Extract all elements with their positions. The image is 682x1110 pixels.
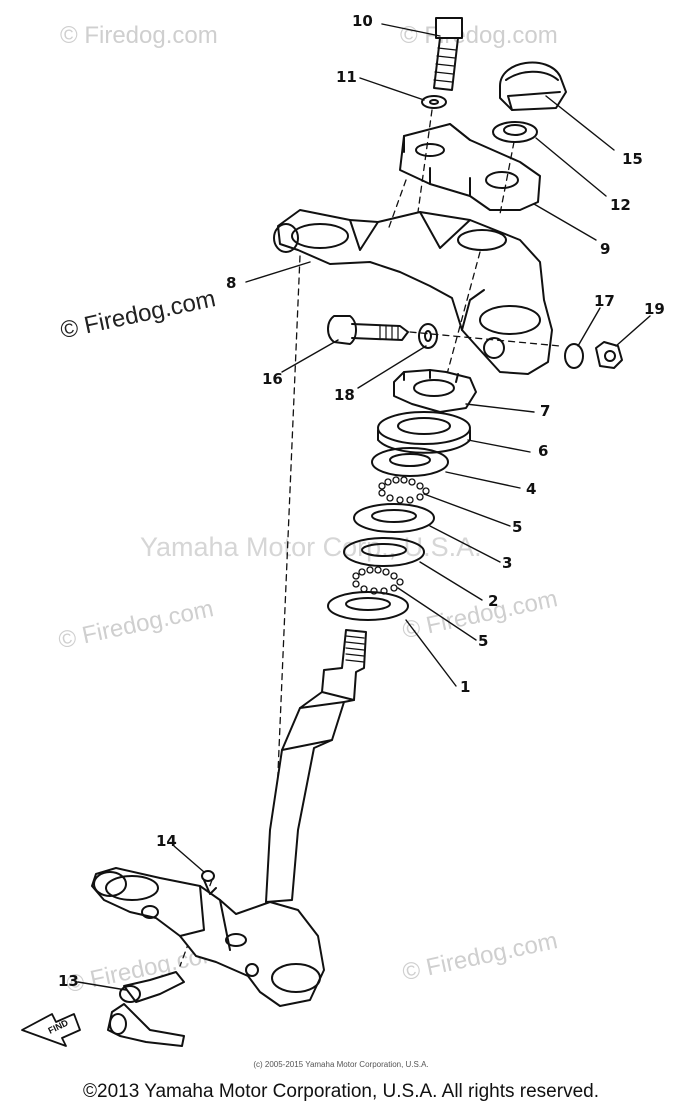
callout-11: 11 xyxy=(336,68,357,86)
callout-10: 10 xyxy=(352,12,373,30)
copyright-footer: ©2013 Yamaha Motor Corporation, U.S.A. A… xyxy=(83,1081,599,1102)
watermark-firedog-1: © Firedog.com xyxy=(60,22,218,49)
part-race-3 xyxy=(353,503,435,533)
part-ring-nut-7 xyxy=(393,369,477,413)
part-crown-8 xyxy=(273,209,553,375)
part-cover-6 xyxy=(377,411,471,454)
callout-7: 7 xyxy=(540,402,551,420)
part-bolt-10 xyxy=(433,17,463,91)
callout-18: 18 xyxy=(334,386,355,404)
callout-3: 3 xyxy=(502,554,513,572)
find-arrow-icon xyxy=(21,1013,81,1047)
watermark-firedog-2: © Firedog.com xyxy=(400,22,558,49)
callout-4: 4 xyxy=(526,480,537,498)
part-balls-5-upper xyxy=(378,476,430,504)
callout-16: 16 xyxy=(262,370,283,388)
part-race-4 xyxy=(371,447,449,477)
callout-15: 15 xyxy=(622,150,643,168)
part-upper-holder-9 xyxy=(399,123,541,211)
callout-13: 13 xyxy=(58,972,79,990)
part-bolt-16 xyxy=(327,315,409,345)
small-copyright: (c) 2005-2015 Yamaha Motor Corporation, … xyxy=(253,1060,429,1069)
part-nut-19 xyxy=(595,341,623,369)
callout-8: 8 xyxy=(226,274,237,292)
part-steering-stem xyxy=(91,629,367,1007)
watermark-center: Yamaha Motor Corp., U.S.A. xyxy=(140,532,482,562)
part-balls-5-lower xyxy=(352,566,404,595)
callout-19: 19 xyxy=(644,300,665,318)
part-lock-13 xyxy=(107,971,185,1047)
part-washer-11 xyxy=(421,95,447,109)
callout-17: 17 xyxy=(594,292,615,310)
callout-14: 14 xyxy=(156,832,177,850)
part-race-1 xyxy=(327,591,409,621)
callout-2: 2 xyxy=(488,592,499,610)
part-washer-18 xyxy=(418,323,438,349)
callout-9: 9 xyxy=(600,240,611,258)
callout-6: 6 xyxy=(538,442,549,460)
part-fitting-14 xyxy=(201,870,217,895)
callout-1: 1 xyxy=(460,678,471,696)
part-washer-12 xyxy=(492,121,538,143)
part-race-2 xyxy=(343,537,425,567)
callout-5-lower: 5 xyxy=(478,632,489,650)
callout-12: 12 xyxy=(610,196,631,214)
callout-5-upper: 5 xyxy=(512,518,523,536)
part-cap-nut-15 xyxy=(499,61,567,111)
part-washer-17 xyxy=(564,343,584,369)
